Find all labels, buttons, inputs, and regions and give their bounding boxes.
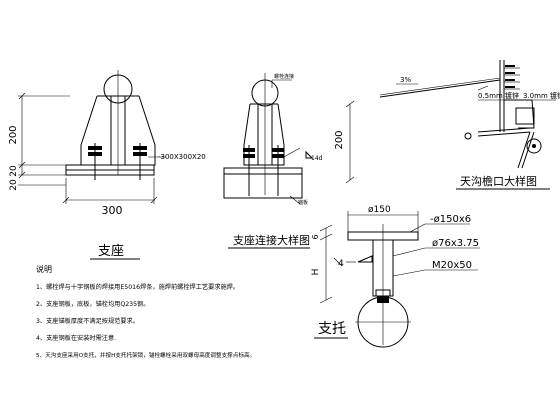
gutter-eave-detail: 3% 0.5mm 镀锌 3.0mm 镀锌 天沟檐口大样图 <box>379 60 560 190</box>
slope-label: 3% <box>400 76 411 84</box>
label-bolt: 螺栓连接 <box>274 73 294 80</box>
bracket-title: 支托 <box>318 321 346 337</box>
note-3: 3、支座锚板厚度不满足按规范要求。 <box>36 317 139 325</box>
pipe-size: ø76x3.75 <box>432 238 479 249</box>
weld-4: 4 <box>338 259 344 269</box>
connection-detail: 支座连接大样图 6 H ø150 4 -ø150x6 ø76x3.75 <box>228 205 480 348</box>
dim-H: H <box>311 269 321 276</box>
notes-block: 说明 1、螺栓焊与十字钢板的焊接用E5016焊条，施焊前螺栓焊工艺要求施焊。 2… <box>36 264 255 359</box>
bolt-size: M20x50 <box>432 260 472 271</box>
note-2: 2、支座钢板，底板，锚栓均用Q235钢。 <box>36 300 149 308</box>
dim-20-a: 20 <box>9 165 19 177</box>
note-4: 4、支座钢板在安装时需注意. <box>36 334 116 342</box>
dim-300: 300 <box>102 204 123 217</box>
gutter-detail-title: 天沟檐口大样图 <box>460 174 537 188</box>
dim-6: 6 <box>311 234 320 239</box>
bracket-title-group: 支托 <box>314 321 348 339</box>
label-base: 锚板 <box>298 199 308 206</box>
thickness-05: 0.5mm 镀锌 <box>478 91 519 100</box>
dim-20-b: 20 <box>9 179 19 191</box>
note-1: 1、螺栓焊与十字钢板的焊接用E5016焊条，施焊前螺栓焊工艺要求施焊。 <box>36 283 239 291</box>
support-seat-title: 支座 <box>98 244 124 259</box>
plate-dia: -ø150x6 <box>430 214 471 225</box>
connection-title: 支座连接大样图 <box>233 233 310 247</box>
notes-heading: 说明 <box>36 264 52 274</box>
note-5: 5、天沟支座采用O支托，并按H支托托架锁，锚栓螺栓采用双螺母高度调整支撑点标高。 <box>36 351 255 359</box>
dim-200-right: 200 <box>334 130 345 149</box>
dim-200-left: 200 <box>8 125 19 144</box>
support-seat-front-view: 200 20 20 300 -300X300X20 支座 <box>8 70 206 260</box>
plate-note: -300X300X20 <box>158 153 206 161</box>
label-angle: 14d <box>311 155 323 162</box>
support-seat-side-view: 螺栓连接 14d 锚板 200 <box>223 73 355 206</box>
dia-150: ø150 <box>368 205 391 215</box>
thickness-30: 3.0mm 镀锌 <box>523 91 560 100</box>
